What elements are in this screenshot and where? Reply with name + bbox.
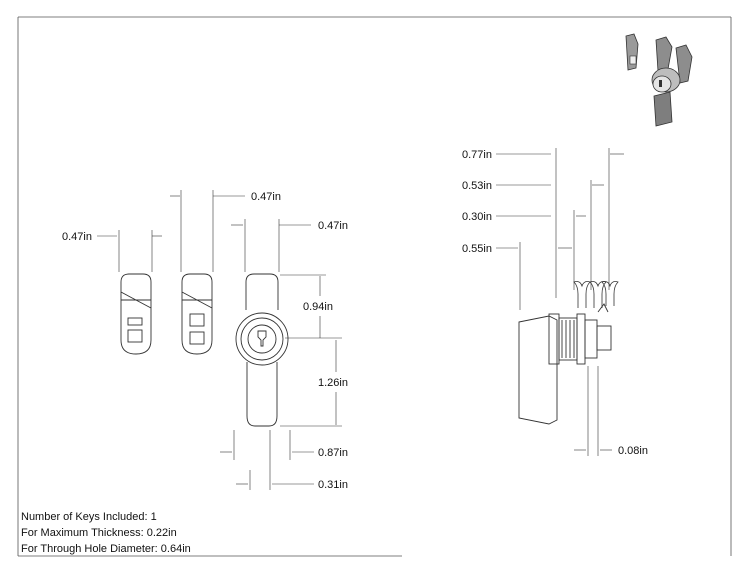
dim-left-width-bottom: 0.87in (318, 447, 348, 459)
cam-part-1 (120, 273, 152, 355)
dim-left-height-upper: 0.94in (303, 301, 333, 313)
dim-left-width-c: 0.47in (318, 220, 348, 232)
dim-left-width-lowest: 0.31in (318, 479, 348, 491)
note-keys: Number of Keys Included: 1 (21, 511, 157, 523)
dim-left-width-a: 0.47in (62, 231, 92, 243)
cam-fork (573, 281, 619, 308)
side-dimension-lines (496, 148, 624, 456)
dim-left-height-lower: 1.26in (318, 377, 348, 389)
page-border (17, 16, 732, 557)
product-thumbnail (625, 33, 693, 127)
key-slot-icon (257, 330, 267, 347)
cam-part-2 (181, 273, 213, 355)
dim-side-d4: 0.55in (462, 243, 492, 255)
lock-side-view (518, 303, 612, 425)
lock-front-view (235, 273, 289, 427)
dim-side-d1: 0.77in (462, 149, 492, 161)
dim-side-d3: 0.30in (462, 211, 492, 223)
note-thickness: For Maximum Thickness: 0.22in (21, 527, 177, 539)
dim-left-width-b: 0.47in (251, 191, 281, 203)
dim-side-d2: 0.53in (462, 180, 492, 192)
note-hole: For Through Hole Diameter: 0.64in (21, 543, 191, 555)
left-dimension-lines (97, 190, 342, 490)
dim-side-d5: 0.08in (618, 445, 648, 457)
